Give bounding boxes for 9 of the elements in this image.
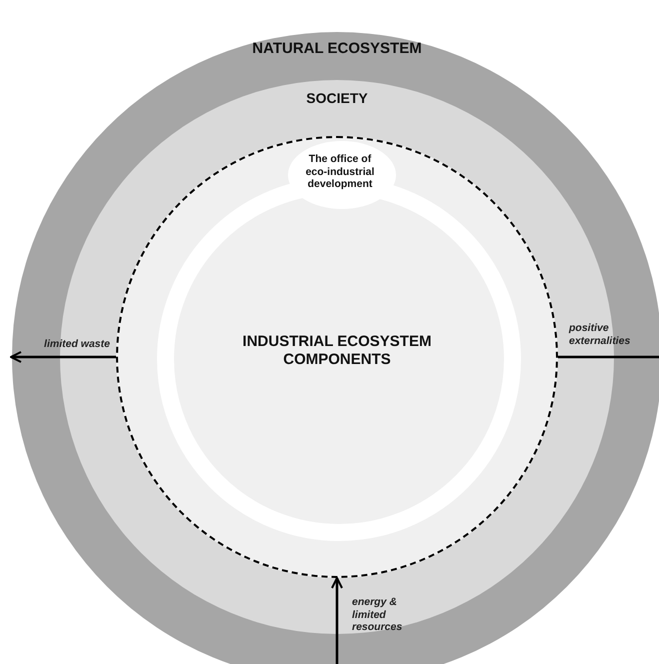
edge-label: limited waste [43,338,110,351]
center-label: INDUSTRIAL ECOSYSTEM COMPONENTS [242,333,432,369]
ring-label: NATURAL ECOSYSTEM [251,40,423,58]
edge-label: positive externalities [569,322,632,348]
edge-label: energy & limited resources [352,596,404,634]
ring-label: SOCIETY [305,90,369,107]
office-label: The office of eco-industrial development [304,153,376,191]
arrow [10,351,116,363]
arrow [331,577,343,664]
